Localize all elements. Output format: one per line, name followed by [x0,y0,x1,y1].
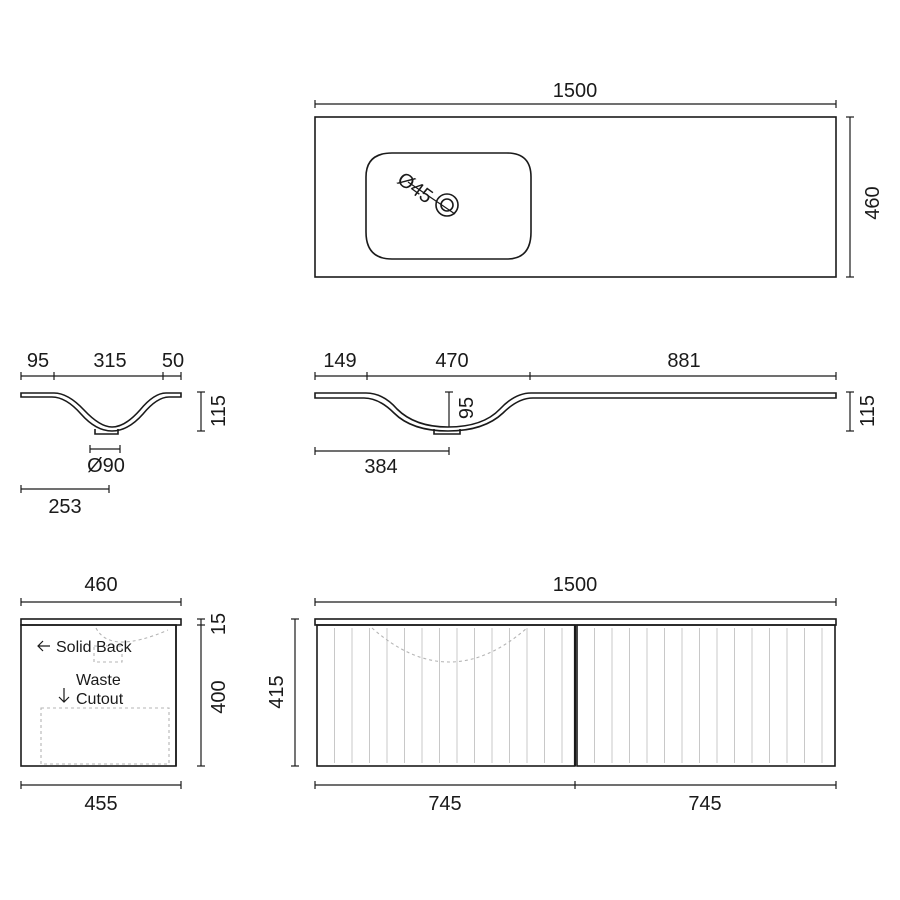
solid-back-label: Solid Back [56,639,133,656]
front-height-label: 415 [266,675,288,708]
basin-bowl-outline [365,152,532,260]
arrow-left-icon [37,640,50,652]
front-width-label: 1500 [553,574,598,596]
door-left-width-label: 745 [428,793,461,815]
waste-outlet [94,429,119,435]
waste-diameter-label: Ø90 [87,455,125,477]
tap-hole-label: Ø45 [393,168,437,208]
basin-segment-left-label: 95 [27,350,49,372]
top-waste-outlet [433,429,461,435]
arrow-down-icon [58,688,70,703]
solid-back-note: Solid Back [37,639,133,656]
front-top-slab [314,618,837,626]
side-hidden-waste [93,645,123,663]
door-flutes-right [594,628,823,763]
side-body-depth-label: 455 [84,793,117,815]
vanity-top-outline [314,116,837,278]
side-hidden-bowl [95,627,169,643]
cabinet-side-view: Solid Back Waste Cutout 460 15 400 455 [20,574,230,815]
top-side-profile [314,392,837,432]
basin-segment-bowl-label: 315 [93,350,126,372]
cabinet-front-view: 1500 415 745 745 [266,574,837,815]
bowl-depth-label: 95 [456,397,478,419]
plan-width-label: 1500 [553,80,598,102]
top-side-segment-left-label: 149 [323,350,356,372]
tap-hole-leader [407,181,456,215]
basin-profile [20,392,182,432]
top-side-segment-bowl-label: 470 [435,350,468,372]
side-top-slab [20,618,182,626]
front-hidden-bowl [371,627,528,663]
waste-offset-label: 253 [48,496,81,518]
side-hidden-cutout [40,707,170,765]
top-side-section: 95 149 470 881 115 384 [314,350,879,478]
plan-depth-label: 460 [862,186,884,219]
top-side-segment-right-label: 881 [667,350,700,372]
front-door-left [316,624,576,767]
top-side-height-label: 115 [857,395,879,427]
door-flutes-left [334,628,563,763]
side-body-height-label: 400 [208,680,230,713]
top-waste-offset-label: 384 [364,456,397,478]
basin-segment-right-label: 50 [162,350,184,372]
basin-section: 95 315 50 115 Ø90 253 [20,350,230,518]
front-door-right [576,624,836,767]
waste-cutout-note: Waste Cutout [58,672,124,708]
basin-height-label: 115 [208,395,230,427]
side-top-depth-label: 460 [84,574,117,596]
door-right-width-label: 745 [688,793,721,815]
waste-label: Waste [76,672,121,689]
cutout-label: Cutout [76,691,124,708]
waste-outer-circle [435,193,459,217]
plan-view: Ø45 1500 460 [314,80,884,278]
side-top-thickness-label: 15 [208,613,230,635]
